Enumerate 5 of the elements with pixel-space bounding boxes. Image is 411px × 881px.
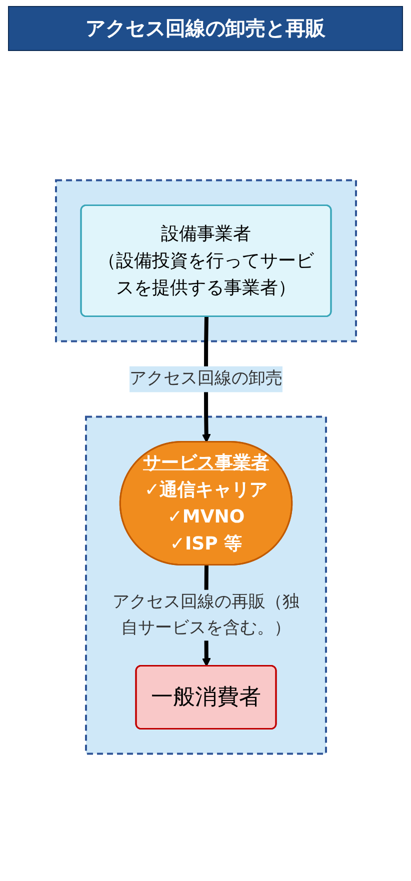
edge-label: アクセス回線の卸売 bbox=[129, 368, 282, 388]
cluster bbox=[54, 179, 356, 342]
edge-label: アクセス回線の再販（独自サービスを含む。） bbox=[112, 592, 299, 638]
title-banner: アクセス回線の卸売と再販 bbox=[8, 6, 403, 51]
cluster bbox=[84, 416, 326, 755]
